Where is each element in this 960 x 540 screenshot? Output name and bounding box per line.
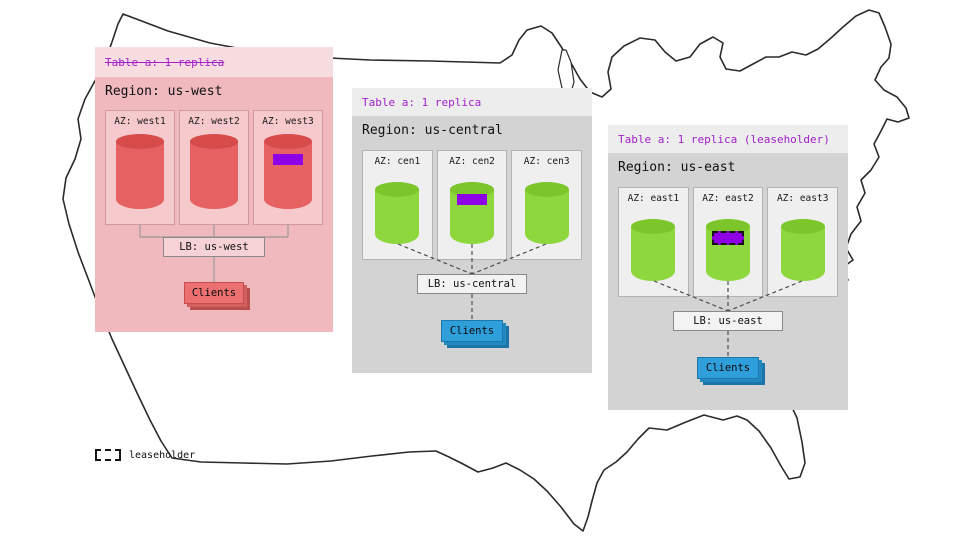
replica-marker	[273, 154, 303, 165]
az-box-west2: AZ: west2	[179, 110, 249, 225]
region-panel-us-central: Table a: 1 replica Region: us-central AZ…	[352, 88, 592, 373]
us-east-region-title: Region: us-east	[618, 160, 736, 175]
legend-label: leaseholder	[129, 449, 196, 461]
cylinder-body	[264, 141, 312, 209]
leaseholder-marker	[712, 231, 744, 245]
cylinder-top	[780, 219, 825, 234]
cylinder-body	[116, 141, 164, 209]
az-label: AZ: west3	[262, 116, 314, 127]
us-east-az-row: AZ: east1 AZ: east2 AZ: east3	[618, 187, 839, 297]
us-central-table-label: Table a: 1 replica	[362, 95, 482, 109]
us-east-body: Region: us-east AZ: east1 AZ: east2	[608, 153, 848, 410]
region-panel-us-east: Table a: 1 replica (leaseholder) Region:…	[608, 125, 848, 410]
az-box-cen1: AZ: cen1	[362, 150, 433, 260]
cylinder-body	[190, 141, 238, 209]
us-central-body: Region: us-central AZ: cen1 AZ: cen2	[352, 116, 592, 373]
az-box-west1: AZ: west1	[105, 110, 175, 225]
database-cylinder-with-leaseholder	[706, 219, 750, 281]
cylinder-top	[631, 219, 676, 234]
az-box-west3: AZ: west3	[253, 110, 323, 225]
az-label: AZ: west2	[188, 116, 240, 127]
us-west-header: Table a: 1 replica	[95, 47, 333, 77]
us-west-table-label: Table a: 1 replica	[105, 55, 225, 69]
cylinder-top	[190, 134, 238, 149]
az-box-east1: AZ: east1	[618, 187, 689, 297]
load-balancer-us-east: LB: us-east	[673, 311, 783, 331]
database-cylinder	[190, 134, 238, 209]
database-cylinder-with-replica	[264, 134, 312, 209]
cylinder-top	[116, 134, 164, 149]
us-west-body: Region: us-west AZ: west1 AZ: west2	[95, 77, 333, 332]
cylinder-body	[524, 189, 569, 244]
database-cylinder	[780, 219, 825, 281]
az-box-east3: AZ: east3	[767, 187, 839, 297]
database-cylinder	[631, 219, 676, 281]
az-box-cen2: AZ: cen2	[436, 150, 508, 260]
cylinder-top	[706, 219, 750, 234]
clients-box-us-west: Clients	[184, 282, 244, 304]
az-label: AZ: east3	[776, 193, 829, 204]
clients-label: Clients	[191, 287, 237, 299]
az-label: AZ: east2	[702, 193, 754, 204]
us-west-region-title: Region: us-west	[105, 84, 223, 99]
database-cylinder	[524, 182, 569, 244]
leaseholder-swatch-icon	[95, 449, 121, 461]
database-cylinder	[116, 134, 164, 209]
cylinder-body	[375, 189, 420, 244]
az-label: AZ: cen2	[449, 156, 495, 167]
database-cylinder	[375, 182, 420, 244]
us-central-region-title: Region: us-central	[362, 123, 503, 138]
legend: leaseholder	[95, 449, 195, 461]
clients-box-us-central: Clients	[441, 320, 503, 342]
load-balancer-us-central: LB: us-central	[417, 274, 527, 294]
us-east-table-label: Table a: 1 replica (leaseholder)	[618, 132, 830, 146]
us-central-header: Table a: 1 replica	[352, 88, 592, 116]
cylinder-top	[264, 134, 312, 149]
az-box-cen3: AZ: cen3	[511, 150, 583, 260]
cylinder-top	[450, 182, 494, 197]
replica-marker	[457, 194, 487, 205]
us-west-az-row: AZ: west1 AZ: west2 AZ: west3	[105, 110, 323, 225]
az-box-east2: AZ: east2	[692, 187, 764, 297]
cylinder-body	[631, 226, 676, 281]
cylinder-top	[375, 182, 420, 197]
cylinder-top	[524, 182, 569, 197]
clients-label: Clients	[449, 325, 495, 337]
database-cylinder-with-replica	[450, 182, 494, 244]
us-east-header: Table a: 1 replica (leaseholder)	[608, 125, 848, 153]
us-central-az-row: AZ: cen1 AZ: cen2 AZ: cen3	[362, 150, 583, 260]
clients-label: Clients	[705, 362, 751, 374]
az-label: AZ: cen1	[374, 156, 421, 167]
az-label: AZ: west1	[114, 116, 166, 127]
az-label: AZ: east1	[627, 193, 680, 204]
az-label: AZ: cen3	[523, 156, 570, 167]
region-panel-us-west: Table a: 1 replica Region: us-west AZ: w…	[95, 47, 333, 332]
clients-box-us-east: Clients	[697, 357, 759, 379]
cylinder-body	[780, 226, 825, 281]
load-balancer-us-west: LB: us-west	[163, 237, 265, 257]
